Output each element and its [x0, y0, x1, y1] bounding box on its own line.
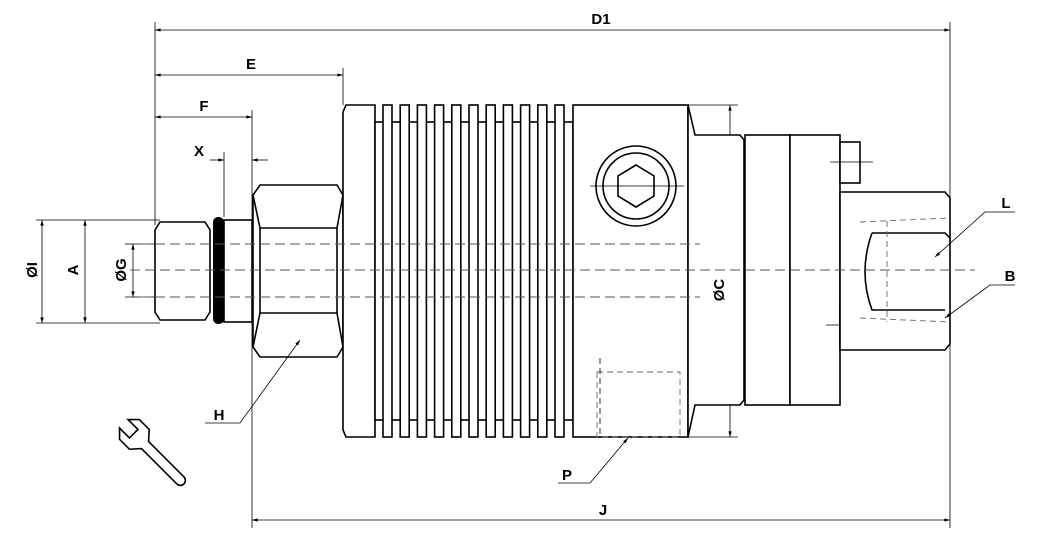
cooling-fin [416, 104, 428, 438]
label-e: E [246, 56, 256, 73]
label-x: X [194, 143, 204, 160]
label-j: J [599, 502, 607, 519]
o-ring [213, 217, 224, 324]
label-oi: ØI [24, 262, 41, 278]
hex-socket-icon [590, 145, 684, 227]
extension-lines [36, 22, 951, 528]
threaded-inlet [154, 217, 253, 324]
cooling-fin [433, 104, 445, 438]
label-p: P [562, 467, 572, 484]
hex-nut [252, 184, 344, 358]
rear-housing [687, 104, 951, 438]
label-d1: D1 [591, 11, 610, 28]
cooling-fin [502, 104, 514, 438]
label-f: F [199, 98, 208, 115]
cooling-fin [399, 104, 411, 438]
center-lines [130, 243, 975, 298]
label-b: B [1005, 268, 1016, 285]
cooling-fins [382, 104, 565, 438]
label-l: L [1001, 195, 1010, 212]
cooling-fin [485, 104, 497, 438]
label-oc: ØC [711, 279, 728, 302]
label-a: A [65, 264, 82, 275]
cooling-fin [450, 104, 462, 438]
leader-lines [205, 211, 1015, 484]
label-og: ØG [113, 258, 130, 281]
cooling-fin [536, 104, 548, 438]
finned-body [342, 104, 689, 438]
wrench-icon [118, 418, 187, 487]
cooling-fin [554, 104, 565, 438]
cooling-fin [519, 104, 531, 438]
cooling-fin [468, 104, 479, 438]
cooling-fin [382, 104, 393, 438]
label-h: H [214, 407, 225, 424]
